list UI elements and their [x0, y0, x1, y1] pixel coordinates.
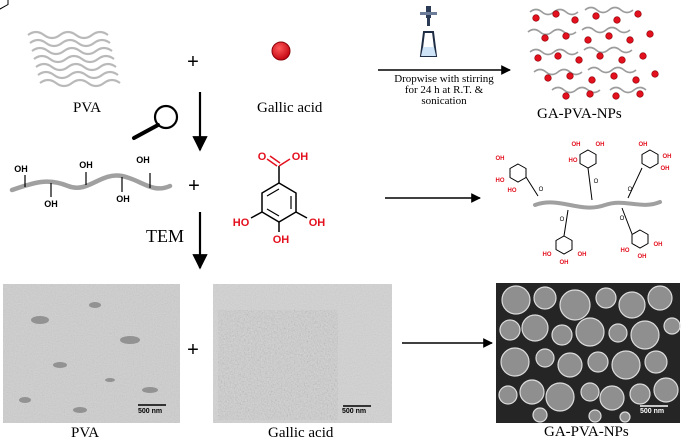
o-label: O [539, 187, 544, 193]
pva-label-top: PVA [73, 100, 102, 116]
tem-image-ga-pva-nps [496, 283, 681, 423]
tem-label: TEM [146, 226, 184, 246]
ga-pva-nps-label-top: GA-PVA-NPs [537, 106, 622, 122]
scale-label-product: 500 nm [640, 408, 665, 415]
pva-chain-structure: OH OH OH OH OH [9, 155, 173, 209]
oh-label: OH [661, 166, 670, 172]
process-line-3: sonication [421, 95, 467, 107]
oh-label: OH [560, 260, 569, 266]
scale-label-gallic: 500 nm [342, 408, 367, 415]
plus-sign-1: + [187, 51, 199, 73]
oh-label: OH [596, 142, 605, 148]
ga-pva-conjugate-structure: OH HO HO OH OH HO OH OH OH HO OH OH HO O… [0, 0, 672, 266]
ho-label: HO [569, 158, 578, 164]
gallic-acid-drop-icon [271, 41, 291, 61]
gallic-acid-structure: O OH HO OH OH [233, 151, 326, 246]
o-label: O [258, 151, 267, 163]
gallic-acid-label-top: Gallic acid [257, 100, 323, 116]
scale-label-pva: 500 nm [138, 408, 163, 415]
oh-label: OH [663, 154, 672, 160]
ho-label: HO [543, 252, 552, 258]
pva-label-bottom: PVA [71, 425, 100, 441]
tem-image-pva [3, 284, 180, 423]
oh-label: OH [309, 217, 326, 229]
oh-label: OH [273, 234, 290, 246]
gallic-acid-label-bottom: Gallic acid [268, 425, 334, 441]
magnifier-icon [132, 104, 179, 140]
plus-sign-3: + [187, 339, 199, 361]
oh-label: OH [292, 151, 309, 163]
oh-label: OH [578, 252, 587, 258]
ho-label: HO [233, 217, 250, 229]
oh-label: OH [79, 160, 93, 170]
ho-label: HO [496, 178, 505, 184]
oh-label: OH [638, 254, 647, 260]
pva-strands-icon [27, 30, 121, 88]
oh-label: OH [639, 142, 648, 148]
oh-label: OH [654, 242, 663, 248]
plus-sign-2: + [188, 175, 200, 197]
process-line-1: Dropwise with stirring [394, 73, 494, 85]
ho-label: HO [621, 248, 630, 254]
oh-label: OH [44, 199, 58, 209]
o-label: O [594, 179, 599, 185]
o-label: O [628, 187, 633, 193]
ho-label: HO [508, 188, 517, 194]
ga-pva-nps-label-bottom: GA-PVA-NPs [544, 424, 629, 440]
o-label: O [620, 216, 625, 222]
oh-label: OH [572, 142, 581, 148]
oh-label: OH [116, 194, 130, 204]
o-label: O [560, 217, 565, 223]
process-line-2: for 24 h at R.T. & [404, 84, 484, 96]
oh-label: OH [136, 155, 150, 165]
burette-icon [419, 6, 438, 57]
oh-label: OH [14, 164, 28, 174]
oh-label: OH [496, 156, 505, 162]
ga-pva-nps-particles [527, 6, 659, 100]
tem-image-gallic-acid [213, 284, 392, 423]
